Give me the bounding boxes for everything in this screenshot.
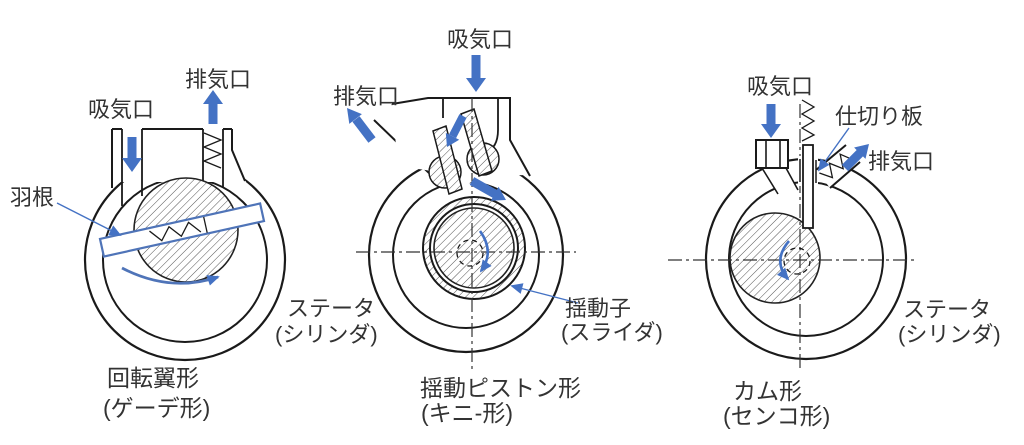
diagram-title-line2: (センコ形) [723, 403, 830, 429]
plate-spring [800, 99, 816, 142]
chamber-flow-arrow [469, 177, 506, 201]
diagram-title-line1: カム形 [733, 378, 802, 404]
intake-channel [121, 129, 143, 206]
diagram-title-line1: 回転翼形 [107, 365, 199, 391]
intake-flow-arrow [761, 104, 781, 138]
stator-label-line2: (シリンダ) [898, 322, 1001, 347]
plate-slot [799, 159, 817, 183]
exhaust-label: 排気口 [868, 149, 934, 174]
exhaust-flow-arrow [347, 108, 376, 143]
piston-bar-left [432, 124, 463, 196]
exhaust-valve-spring [202, 132, 223, 169]
rotation-arrow [776, 240, 791, 281]
head-right-wall [231, 129, 246, 182]
rotation-arrow [121, 266, 220, 286]
intake-label: 吸気口 [88, 97, 154, 122]
stator-label-line1: ステータ [903, 297, 991, 322]
exhaust-label: 排気口 [333, 84, 399, 109]
cam-diagram: 吸気口 仕切り板 排気口 ステータ (シリンダ) カム形 (センコ形) [668, 74, 1001, 429]
shaft-center-dashed-circle [783, 247, 811, 275]
slider-leader-arrow [510, 283, 579, 304]
partition-label: 仕切り板 [835, 104, 923, 129]
head-outline [391, 97, 531, 177]
stator-label-line1: ステータ [287, 296, 375, 321]
exhaust-label: 排気口 [185, 67, 251, 92]
slot-flow-arrow [445, 114, 467, 147]
rotation-arrow [478, 230, 492, 273]
piston-bar-right [460, 108, 493, 177]
vane [98, 202, 266, 258]
exhaust-flow-arrow [841, 144, 869, 172]
intake-label: 吸気口 [447, 27, 513, 52]
slider-label-line2: (スライダ) [561, 320, 663, 345]
oscillating-piston-diagram: 吸気口 排気口 ステータ (シリンダ) 揺動子 (スライダ) 揺動ピストン形 (… [275, 27, 663, 426]
shaft-center-dashed-circle [456, 239, 484, 267]
partition-leader-arrow [817, 127, 850, 172]
slider-sleeve-outer [422, 196, 526, 300]
vane-label: 羽根 [10, 185, 54, 210]
exhaust-flow-arrow [203, 90, 223, 124]
head-cover [112, 129, 246, 182]
slider-sleeve-inner [429, 203, 519, 293]
intake-passage [761, 167, 799, 195]
intake-port-block [755, 139, 789, 169]
rotary-vane-diagram: 羽根 吸気口 排気口 回転翼形 (ゲーデ形) [10, 67, 287, 421]
diagram-title-line1: 揺動ピストン形 [420, 375, 581, 401]
partition-plate [802, 144, 814, 229]
exhaust-channel [202, 129, 224, 188]
diagram-title-line2: (ゲーデ形) [103, 395, 210, 421]
vane-spring [149, 221, 202, 242]
intake-flow-arrow [466, 55, 486, 92]
intake-label: 吸気口 [747, 74, 813, 99]
intake-port-walls [765, 140, 781, 168]
cam-rotor [729, 212, 821, 304]
exhaust-valve-spring [819, 153, 853, 179]
vane-leader-arrow [56, 202, 122, 236]
stator-label-line2: (シリンダ) [275, 322, 378, 347]
slider-label-line1: 揺動子 [565, 296, 631, 321]
intake-flow-arrow [122, 137, 142, 172]
diagram-title-line2: (キニ-形) [421, 400, 513, 426]
piston-rotor [433, 207, 515, 289]
